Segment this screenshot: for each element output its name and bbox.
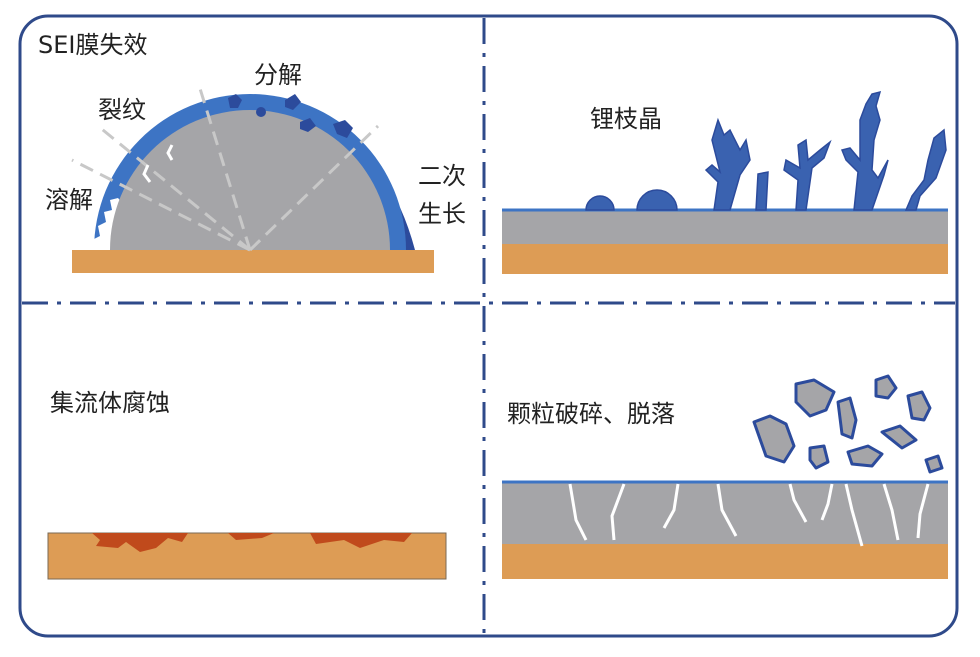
sei-decomposed-fragments	[228, 94, 353, 138]
label-growth-line2: 生长	[418, 200, 466, 228]
label-dissolve: 溶解	[45, 186, 93, 214]
sei-substrate	[72, 250, 434, 273]
label-crack: 裂纹	[98, 96, 146, 124]
panel-particle-cracking: 颗粒破碎、脱落	[502, 374, 948, 579]
outer-frame	[18, 14, 959, 638]
sei-crack	[166, 144, 174, 161]
sei-crack	[142, 164, 152, 183]
detached-fragments	[752, 374, 944, 474]
particle-title: 颗粒破碎、脱落	[507, 400, 675, 428]
panel-lithium-dendrite: 锂枝晶	[502, 90, 948, 274]
corrosion-pits	[92, 533, 412, 552]
dendrite-title: 锂枝晶	[590, 105, 662, 133]
panel-collector-corrosion: 集流体腐蚀	[47, 389, 447, 580]
label-decompose: 分解	[254, 61, 302, 89]
dendrite-substrate	[502, 244, 948, 274]
dendrite-deposits	[585, 90, 947, 211]
particle-substrate	[502, 544, 948, 579]
dendrite-gray-layer	[502, 210, 948, 244]
panel-sei-failure: SEI膜失效 分解 裂纹 溶解 二次 生长	[38, 31, 466, 273]
sei-radial-guides	[71, 81, 380, 252]
sei-title: SEI膜失效	[38, 31, 147, 59]
corrosion-title: 集流体腐蚀	[50, 389, 170, 417]
label-growth-line1: 二次	[418, 162, 466, 190]
particle-cracks	[568, 483, 930, 547]
